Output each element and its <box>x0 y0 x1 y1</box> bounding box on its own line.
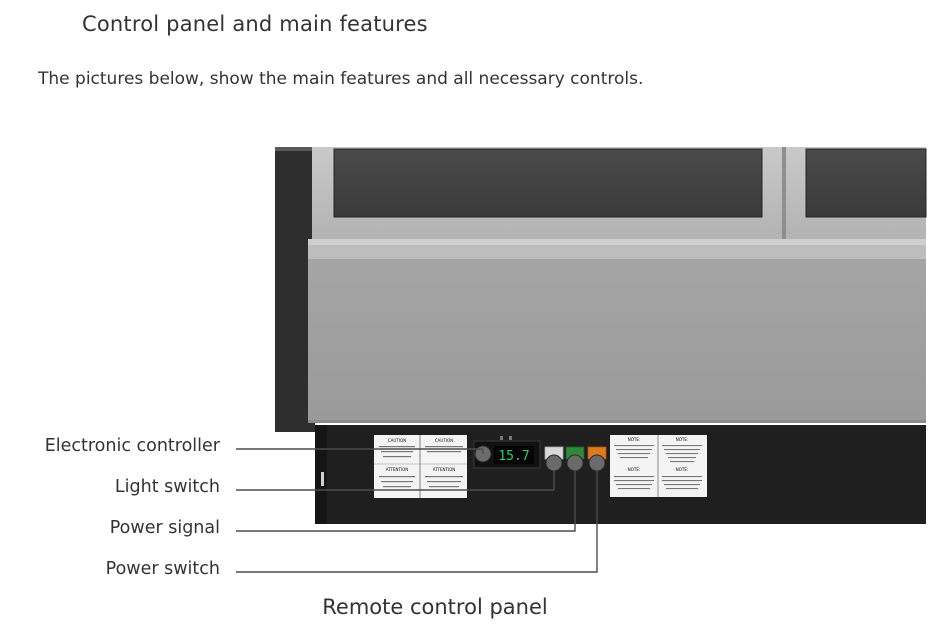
power-switch[interactable] <box>587 446 607 472</box>
note-label: NOTE: <box>628 467 640 472</box>
controller-display-reading: 15.7 <box>498 449 529 464</box>
figure-caption: Remote control panel <box>322 595 548 619</box>
callout-power-switch: Power switch <box>105 559 220 579</box>
note-label: NOTE: <box>676 437 688 442</box>
leader-line-power-signal <box>236 470 576 532</box>
glass-door-left <box>312 147 782 239</box>
intro-text: The pictures below, show the main featur… <box>38 69 644 89</box>
caution-label: CAUTION <box>435 438 453 443</box>
callout-light-switch: Light switch <box>114 477 220 497</box>
caution-label: CAUTION <box>388 438 406 443</box>
attention-label: ATTENTION <box>386 467 409 472</box>
attention-label: ATTENTION <box>433 467 456 472</box>
power-signal-indicator <box>565 446 585 472</box>
leader-line-electronic-controller <box>236 448 484 454</box>
leader-line-light-switch <box>236 470 555 491</box>
note-sticker-right: NOTE: NOTE: NOTE: NOTE: <box>610 435 707 497</box>
note-label: NOTE: <box>676 467 688 472</box>
plinth-latch <box>321 472 324 486</box>
leader-line-power-switch <box>236 470 598 573</box>
glass-door-right <box>786 147 927 239</box>
door-sill <box>308 239 926 245</box>
door-sill-shadow <box>308 245 926 259</box>
electronic-controller[interactable]: 15.7 <box>473 436 541 469</box>
front-panel-edge <box>308 420 926 423</box>
note-label: NOTE: <box>628 437 640 442</box>
front-panel <box>308 259 926 422</box>
callout-electronic-controller: Electronic controller <box>44 436 220 456</box>
callout-power-signal: Power signal <box>109 518 220 538</box>
light-switch[interactable] <box>544 446 564 472</box>
warning-sticker-left: CAUTION CAUTION ATTENTION ATTENTION <box>374 435 467 498</box>
door-divider <box>782 147 786 241</box>
section-title: Control panel and main features <box>82 12 428 36</box>
